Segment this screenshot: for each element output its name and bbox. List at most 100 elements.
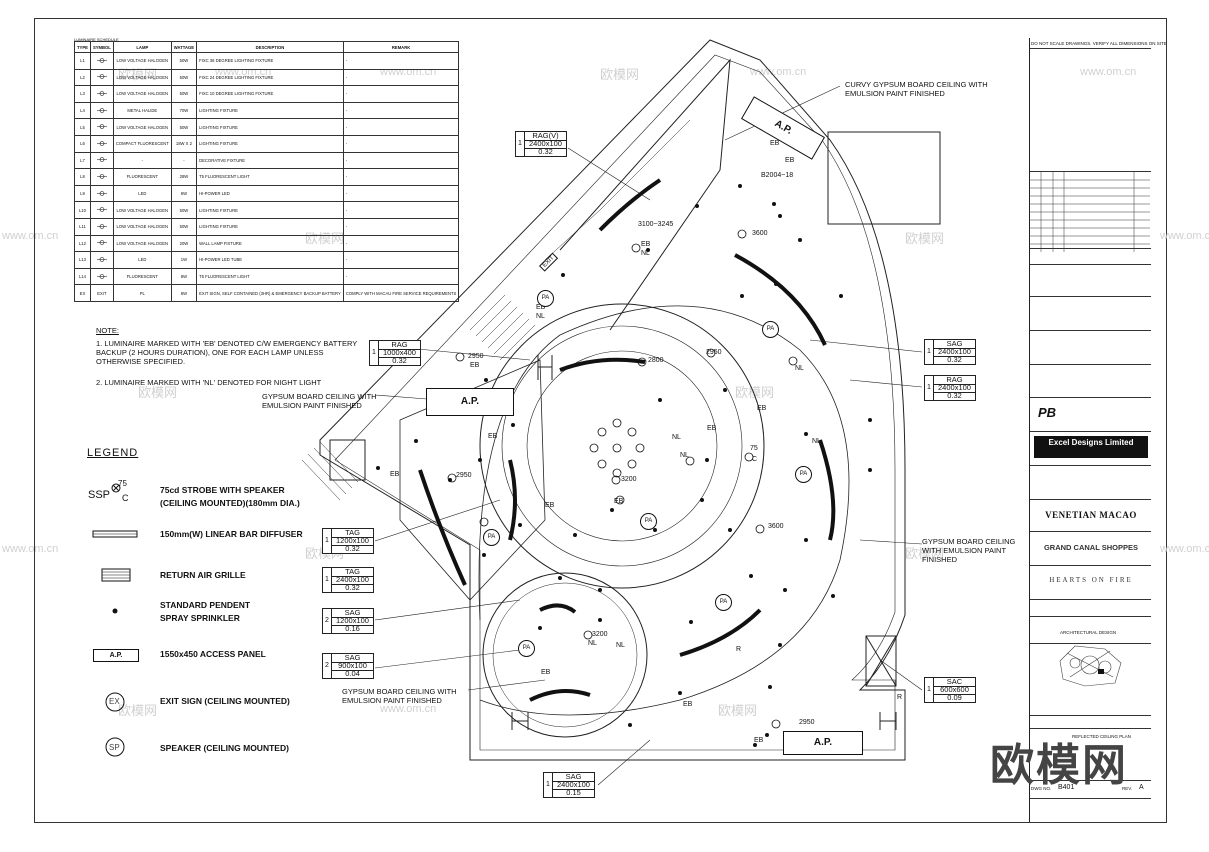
pa-speaker-icon: PA [795,466,812,483]
tag-size: 2400x100 [934,384,975,393]
plan-outline [319,39,906,761]
pa-speaker-icon: PA [483,529,500,546]
tag-code: SAG [332,609,373,618]
col-header-description: DESCRIPTION [196,41,344,53]
schedule-cell-desc: EXIT SIGN, SELF CONTAINED (3HR) & EMERGE… [196,284,344,302]
ceiling-height-label: 2950 [468,353,484,360]
access-panel-symbol: A.P. [93,649,139,662]
legend-item-return-grille: RETURN AIR GRILLE [160,570,246,580]
schedule-cell-watt: 6W [170,184,198,203]
tag-count: 1 [323,529,332,553]
tag-value: 0.32 [345,583,360,592]
radius-label: R [897,694,903,701]
eb-label: EB [541,669,551,676]
tag-value: 0.32 [392,356,407,365]
mechanical-room [827,131,941,225]
tag-value: 0.04 [345,669,360,678]
watermark-cn: 欧模网 [905,231,945,246]
ceiling-height-label: 3100~3245 [638,221,674,228]
brand-hearts-on-fire: HEARTS ON FIRE [1049,576,1133,584]
pa-speaker-icon: PA [518,640,535,657]
nl-label: NL [672,434,681,441]
eb-label: EB [785,157,795,164]
ceiling-height-label: 3600 [752,230,768,237]
tag-code: TAG [332,529,373,538]
sprinkler-icon [112,608,118,614]
tag-value: 0.15 [566,788,581,797]
access-panel-west: A.P. [426,388,514,416]
note-1: 1. LUMINAIRE MARKED WITH 'EB' DENOTED C/… [96,339,358,366]
nl-label: NL [680,452,689,459]
tag-value: 0.09 [947,693,962,702]
eb-label: EB [754,737,764,744]
title-block [1029,38,1151,822]
pb-logo: PB [1038,405,1057,420]
speaker-icon [105,737,125,757]
watermark-cn: 欧模网 [735,385,775,400]
rotunda-outer [479,303,765,589]
tag-size: 600x600 [934,686,975,695]
tag-code: SAC [934,678,975,687]
legend-title: LEGEND [87,447,139,459]
watermark-cn: 欧模网 [600,67,640,82]
watermark-cn: 欧模网 [718,703,758,718]
company-banner: Excel Designs Limited [1034,436,1148,458]
tag-code: SAG [332,654,373,663]
exit-sign-icon [105,692,125,712]
legend-item-exit-sign: EXIT SIGN (CEILING MOUNTED) [160,696,290,706]
nl-label: NL [795,365,804,372]
plan-outline-inner [334,54,896,751]
eb-label: EB [614,498,624,505]
brand-venetian-macao: VENETIAN MACAO [1045,510,1137,520]
south-round-room [482,572,648,738]
legend-item-sprinkler: STANDARD PENDENT SPRAY SPRINKLER [160,600,251,623]
linear-diffuser-strip [539,603,577,614]
linear-diffuser-strip [818,439,836,541]
legend-symbols [92,483,138,757]
access-panel-south: A.P. [783,731,863,755]
fixture-symbol-icon [96,223,107,229]
tag-code: RAG [934,376,975,385]
eb-label: EB [470,362,480,369]
speaker-symbol-label: SP [109,743,120,752]
tag-count: 1 [544,773,553,797]
schedule-cell-remark: COMPLY WITH MACAU FIRE SERVICE REQUIREME… [342,284,460,302]
ceiling-height-label: 3600 [768,523,784,530]
tag-count: 2 [323,654,332,678]
ssp-75-label: 75 [118,479,127,488]
watermark-cn: 欧模网 [905,546,945,561]
strobe-speaker-icon [112,484,120,492]
tag-size: 2400x100 [525,140,566,149]
watermark-site: www.om.cn [750,66,807,78]
note-2: 2. LUMINAIRE MARKED WITH 'NL' DENOTED FO… [96,378,322,387]
west-wing [399,359,546,601]
linear-diffuser-strip [734,253,827,346]
linear-diffuser-strip [418,469,467,586]
schedule-cell-symbol [89,168,114,186]
notes-title: NOTE: [96,326,119,335]
fixture-symbol-icon [96,273,107,279]
tag-count: 1 [516,132,525,156]
strobe-c-label: C [752,456,758,463]
fixture-symbol-icon [96,57,107,63]
tag-size: 900x100 [332,662,373,671]
ceiling-height-label: 2800 [648,357,664,364]
callout-gypsum-right: GYPSUM BOARD CEILING WITH EMULSION PAINT… [922,537,1016,564]
fixture-symbol-icon [96,240,107,246]
tag-count: 1 [925,376,934,400]
watermark-cn: 欧模网 [118,703,158,718]
linear-diffuser-strip [598,178,662,232]
col-header-wattage: WATTAGE [170,41,198,53]
drawing-title: REFLECTED CEILING PLAN [1072,734,1132,739]
ceiling-height-label: 2950 [799,719,815,726]
column-mark [537,355,553,380]
fixture-symbol-icon [96,91,107,96]
eb-label: EB [545,502,555,509]
tag-value: 0.32 [947,391,962,400]
